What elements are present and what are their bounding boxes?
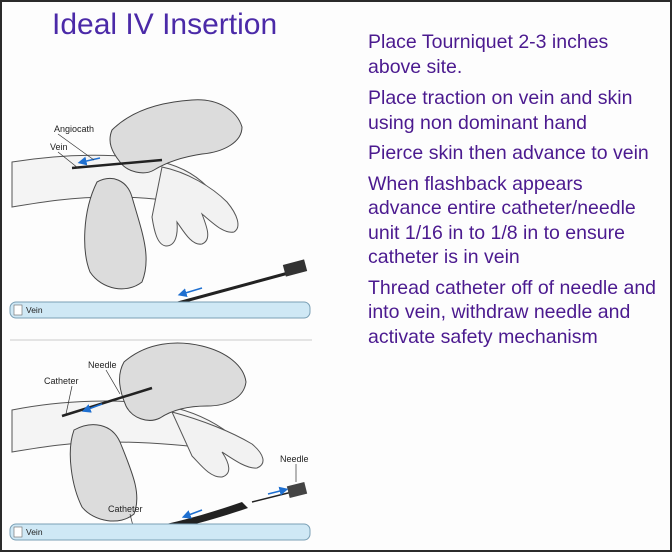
label-needle-side: Needle xyxy=(280,454,309,464)
vein-bar-label: Vein xyxy=(26,305,43,315)
needle-hub-shape xyxy=(282,259,308,277)
steps-list: Place Tourniquet 2-3 inches above site. … xyxy=(368,30,658,355)
gloved-hand-upper-shape xyxy=(109,99,243,174)
step-2: Place traction on vein and skin using no… xyxy=(368,87,633,134)
patient-hand-shape xyxy=(151,166,239,247)
vein-bar xyxy=(9,301,311,319)
label-catheter: Catheter xyxy=(44,376,79,386)
vein-bar-bottom-label: Vein xyxy=(26,527,43,537)
label-angiocath: Angiocath xyxy=(54,124,94,134)
top-figure: Angiocath Vein Vein xyxy=(9,99,311,319)
step-4: When flashback appears advance entire ca… xyxy=(368,172,636,269)
label-catheter-bottom: Catheter xyxy=(108,504,143,514)
label-needle: Needle xyxy=(88,360,117,370)
label-vein: Vein xyxy=(50,142,68,152)
gloved-hand-lower-shape xyxy=(84,178,147,290)
vein-bar-bottom xyxy=(9,523,311,541)
bottom-figure: Needle Catheter Needle Catheter Vein xyxy=(9,342,311,541)
step-3: Pierce skin then advance to vein xyxy=(368,142,649,164)
step-1: Place Tourniquet 2-3 inches above site. xyxy=(368,31,609,78)
slide-title: Ideal IV Insertion xyxy=(52,8,278,41)
step-5: Thread catheter off of needle and into v… xyxy=(368,276,657,348)
direction-arrow xyxy=(77,156,101,166)
angiocath-shape xyxy=(71,158,163,170)
